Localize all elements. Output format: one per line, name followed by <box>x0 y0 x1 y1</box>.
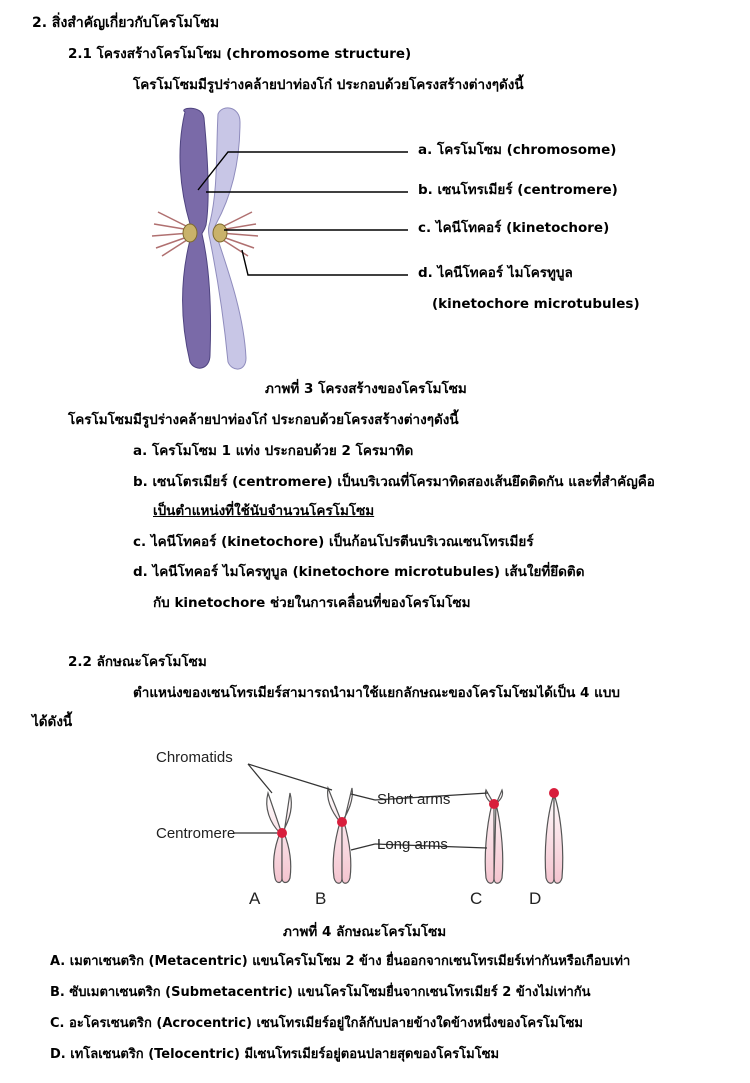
letter-c: C <box>470 889 482 908</box>
centromere-a <box>277 828 287 838</box>
structure-item-b: b. เซนโตรเมียร์ (centromere) เป็นบริเวณท… <box>133 474 655 490</box>
structure-item-d-cont: กับ kinetochore ช่วยในการเคลื่อนที่ของโค… <box>153 595 471 611</box>
label-centromere: b. เซนโทรเมียร์ (centromere) <box>418 182 618 198</box>
short-arms-label: Short arms <box>377 791 450 808</box>
chromosome-a-metacentric <box>266 790 292 884</box>
type-a-metacentric: A. เมตาเซนตริก (Metacentric) แขนโครโมโซม… <box>50 954 631 969</box>
label-kinetochore-microtubules-en: (kinetochore microtubules) <box>432 296 640 312</box>
chromosome-c-acrocentric <box>484 788 504 884</box>
structure-item-c: c. ไคนีโทคอร์ (kinetochore) เป็นก้อนโปรต… <box>133 534 534 550</box>
chromosome-structure-figure <box>151 107 408 370</box>
centromere-label: Centromere <box>156 825 235 842</box>
structure-item-a: a. โครโมโซม 1 แท่ง ประกอบด้วย 2 โครมาทิด <box>133 443 414 459</box>
leader-lines <box>197 151 408 276</box>
subsection-heading-2-2: 2.2 ลักษณะโครโมโซม <box>68 654 207 670</box>
section22-intro: ตำแหน่งของเซนโทรเมียร์สามารถนำมาใช้แยกลั… <box>133 685 620 701</box>
letter-b: B <box>315 889 326 908</box>
label-chromosome: a. โครโมโซม (chromosome) <box>418 142 617 158</box>
structure-item-d: d. ไคนีโทคอร์ ไมโครทูบูล (kinetochore mi… <box>133 564 585 580</box>
figure3-caption: ภาพที่ 3 โครงสร้างของโครโมโซม <box>265 381 467 397</box>
structure-intro: โครโมโซมมีรูปร่างคล้ายปาท่องโก๋ ประกอบด้… <box>133 77 524 93</box>
structure-list-intro: โครโมโซมมีรูปร่างคล้ายปาท่องโก๋ ประกอบด้… <box>68 412 459 428</box>
chromosome-b-submetacentric <box>327 785 353 884</box>
annotation-lines <box>234 763 489 851</box>
label-kinetochore: c. ไคนีโทคอร์ (kinetochore) <box>418 220 610 236</box>
light-chromatid <box>208 107 247 370</box>
kinetochore-right <box>212 223 228 243</box>
chromosome-types-figure: Chromatids Centromere Short arms Long ar… <box>156 749 564 908</box>
type-b-submetacentric: B. ซับเมตาเซนตริก (Submetacentric) แขนโค… <box>50 985 591 1000</box>
letter-d: D <box>529 889 541 908</box>
label-kinetochore-microtubules: d. ไคนีโทคอร์ ไมโครทูบูล <box>418 265 573 281</box>
letter-a: A <box>249 889 261 908</box>
kinetochore-left <box>182 223 198 243</box>
long-arms-label: Long arms <box>377 836 448 853</box>
chromosome-d-telocentric <box>544 793 564 884</box>
centromere-d <box>549 788 559 798</box>
type-d-telocentric: D. เทโลเซนตริก (Telocentric) มีเซนโทรเมี… <box>50 1047 500 1062</box>
figure4-caption: ภาพที่ 4 ลักษณะโครโมโซม <box>283 924 447 940</box>
subsection-heading-2-1: 2.1 โครงสร้างโครโมโซม (chromosome struct… <box>68 46 412 62</box>
chromatids-label: Chromatids <box>156 749 233 766</box>
centromere-b <box>337 817 347 827</box>
section22-intro-cont: ได้ดังนี้ <box>32 714 73 730</box>
section-heading: 2. สิ่งสำคัญเกี่ยวกับโครโมโซม <box>32 15 220 31</box>
type-c-acrocentric: C. อะโครเซนตริก (Acrocentric) เซนโทรเมีย… <box>50 1016 583 1031</box>
centromere-c <box>489 799 499 809</box>
structure-item-b-cont: เป็นตำแหน่งที่ใช้นับจำนวนโครโมโซม <box>153 503 375 519</box>
